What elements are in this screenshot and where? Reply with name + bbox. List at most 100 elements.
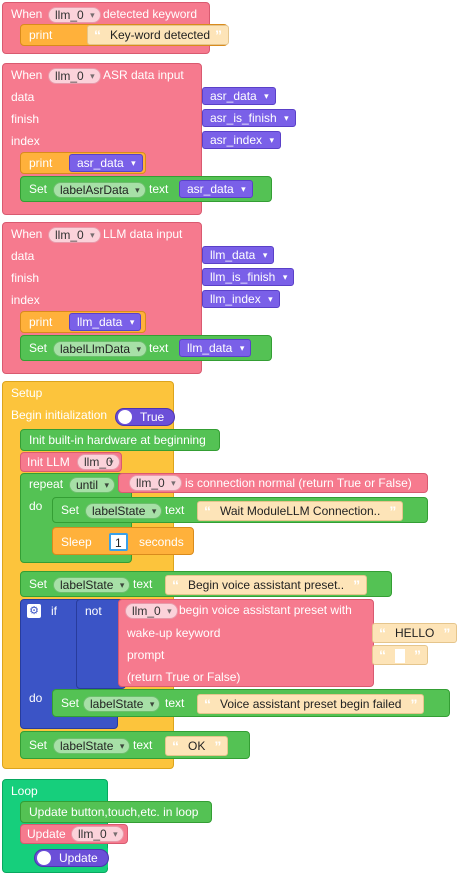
set-label: Set — [61, 503, 80, 517]
wake-keyword-text[interactable]: HELLO — [395, 626, 435, 640]
sleep-label: Sleep — [61, 535, 92, 549]
update-toggle[interactable]: Update — [34, 849, 109, 867]
param-index-label: index — [11, 293, 40, 307]
print-block[interactable]: print “Key-word detected” — [20, 24, 229, 46]
gear-icon[interactable]: ⚙ — [27, 604, 41, 618]
set-label: Set — [29, 182, 48, 196]
label-dropdown[interactable]: labelAsrData — [53, 182, 146, 198]
var-asr-data[interactable]: asr_data — [202, 87, 276, 105]
event-when-label: When — [11, 227, 43, 241]
update-label: Update — [27, 827, 66, 841]
init-llm-block[interactable]: Init LLM llm_0 — [20, 452, 122, 472]
init-llm-dropdown[interactable]: llm_0 — [77, 454, 120, 470]
var-llm-index[interactable]: llm_index — [202, 290, 280, 308]
prompt-label: prompt — [127, 648, 165, 662]
set-label-block[interactable]: Set labelState text “Voice assistant pre… — [52, 689, 450, 717]
label-dropdown[interactable]: labelLlmData — [53, 341, 148, 357]
var-asr-is-finish[interactable]: asr_is_finish — [202, 109, 296, 127]
set-label-block[interactable]: Set labelLlmData text llm_data — [20, 335, 272, 361]
set-label-block[interactable]: Set labelAsrData text asr_data — [20, 176, 272, 202]
string-literal[interactable]: “Voice assistant preset begin failed” — [197, 694, 425, 714]
setup-title: Setup — [11, 386, 43, 400]
preset-obj-dropdown[interactable]: llm_0 — [125, 603, 178, 619]
print-block[interactable]: print llm_data — [20, 311, 146, 333]
string-text[interactable]: Begin voice assistant preset.. — [188, 578, 345, 592]
set-label-block[interactable]: Set labelState text “OK” — [20, 731, 250, 759]
init-hardware-block[interactable]: Init built-in hardware at beginning — [20, 429, 220, 451]
text-label: text — [149, 182, 169, 196]
param-data-label: data — [11, 249, 35, 263]
true-toggle[interactable]: True — [115, 408, 176, 426]
print-var[interactable]: asr_data — [69, 154, 143, 172]
event-when-label: When — [11, 68, 43, 82]
conn-obj-dropdown[interactable]: llm_0 — [129, 475, 182, 491]
prompt-text[interactable] — [395, 648, 405, 663]
text-label: text — [165, 503, 185, 517]
string-literal[interactable]: “Key-word detected” — [87, 25, 229, 45]
set-label-block[interactable]: Set labelState text “Begin voice assista… — [20, 571, 392, 597]
label-dropdown[interactable]: labelState — [83, 696, 161, 712]
string-literal[interactable]: “Begin voice assistant preset..” — [165, 575, 368, 595]
string-text[interactable]: OK — [188, 739, 206, 753]
update-obj-dropdown[interactable]: llm_0 — [71, 826, 124, 842]
set-var[interactable]: llm_data — [179, 339, 252, 357]
preset-begin-block[interactable]: llm_0 begin voice assistant preset with … — [118, 599, 374, 687]
var-llm-is-finish[interactable]: llm_is_finish — [202, 268, 295, 286]
loop-title: Loop — [11, 784, 38, 798]
param-data-label: data — [11, 90, 35, 104]
text-label: text — [133, 738, 153, 752]
until-dropdown[interactable]: until — [69, 477, 116, 493]
print-block[interactable]: print asr_data — [20, 152, 146, 174]
var-llm-data[interactable]: llm_data — [202, 246, 275, 264]
return-text-label: (return True or False) — [127, 670, 241, 684]
print-label: print — [29, 28, 53, 42]
label-dropdown[interactable]: labelState — [85, 503, 163, 519]
string-text[interactable]: Voice assistant preset begin failed — [220, 697, 402, 711]
toggle-knob — [37, 851, 51, 865]
param-finish-label: finish — [11, 271, 40, 285]
not-block[interactable]: not — [76, 599, 126, 689]
label-dropdown[interactable]: labelState — [53, 577, 131, 593]
string-literal[interactable]: “OK” — [165, 736, 229, 756]
if-label: if — [51, 604, 57, 618]
set-var[interactable]: asr_data — [179, 180, 253, 198]
toggle-label: True — [140, 410, 165, 424]
wake-keyword-label: wake-up keyword — [127, 626, 221, 640]
toggle-knob — [118, 410, 132, 424]
event-object-dropdown[interactable]: llm_0 — [48, 7, 101, 23]
label-dropdown[interactable]: labelState — [53, 738, 131, 754]
set-label-block[interactable]: Set labelState text “Wait ModuleLLM Conn… — [52, 497, 428, 523]
wake-keyword-literal[interactable]: “HELLO” — [372, 623, 458, 643]
preset-text-label: begin voice assistant preset with — [179, 603, 352, 617]
string-text[interactable]: Key-word detected — [110, 28, 211, 42]
update-llm-block[interactable]: Update llm_0 — [20, 824, 128, 844]
event-object-dropdown[interactable]: llm_0 — [48, 227, 101, 243]
print-var[interactable]: llm_data — [69, 313, 142, 331]
begin-init-label: Begin initialization — [11, 408, 108, 422]
print-label: print — [29, 315, 53, 329]
update-toggle-row: Update — [20, 846, 109, 870]
repeat-label: repeat — [29, 477, 64, 491]
set-label: Set — [29, 577, 48, 591]
sleep-value-input[interactable]: 1 — [109, 533, 128, 551]
event-when-label: When — [11, 7, 43, 21]
string-literal[interactable]: “Wait ModuleLLM Connection..” — [197, 501, 404, 521]
var-asr-index[interactable]: asr_index — [202, 131, 282, 149]
text-label: text — [165, 696, 185, 710]
do-label: do — [29, 691, 43, 705]
string-text[interactable]: Wait ModuleLLM Connection.. — [220, 504, 381, 518]
update-button-block[interactable]: Update button,touch,etc. in loop — [20, 801, 212, 823]
toggle-label: Update — [59, 851, 98, 865]
sleep-block[interactable]: Sleep 1 seconds — [52, 527, 194, 555]
init-llm-label: Init LLM — [27, 455, 70, 469]
print-label: print — [29, 156, 53, 170]
do-label: do — [29, 499, 43, 513]
connection-check-block[interactable]: llm_0 is connection normal (return True … — [118, 473, 428, 493]
event-object-dropdown[interactable]: llm_0 — [48, 68, 101, 84]
set-label: Set — [29, 341, 48, 355]
prompt-literal[interactable]: “” — [372, 645, 428, 665]
seconds-label: seconds — [139, 535, 184, 549]
event-asr-label: ASR data input — [103, 68, 184, 82]
not-label: not — [85, 604, 102, 618]
text-label: text — [133, 577, 153, 591]
